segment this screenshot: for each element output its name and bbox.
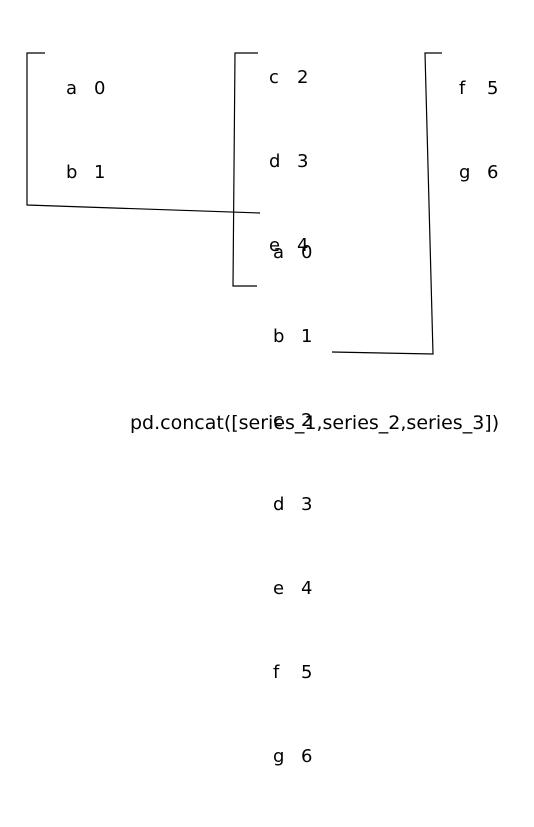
value-label: 5 [487,78,499,99]
connector-series-3 [331,52,442,355]
index-label: a [273,242,285,263]
value-label: 4 [297,235,309,256]
series-2-block: c 2 d 3 e 4 [269,8,308,316]
series-3-block: f 5 g 6 [459,19,498,243]
series-row: f 5 [273,659,312,687]
index-label: c [273,410,283,431]
series-row: f 5 [459,75,498,103]
index-label: e [273,578,285,599]
code-caption: pd.concat([series_1,series_2,series_3]) [130,412,500,434]
index-label: f [459,78,466,99]
index-label: b [273,326,285,347]
series-row: e 4 [269,232,308,260]
value-label: 0 [94,78,106,99]
concat-diagram: a 0 b 1 c 2 d 3 e 4 f 5 g 6 [26,8,500,767]
index-label: f [273,662,280,683]
series-row: d 3 [269,148,308,176]
value-label: 1 [94,162,106,183]
value-label: 1 [301,326,313,347]
value-label: 4 [301,578,313,599]
series-row: d 3 [273,491,312,519]
connector-series-1 [26,52,261,214]
value-label: 2 [297,67,309,88]
index-label: b [66,162,78,183]
index-label: g [273,746,285,767]
index-label: e [269,235,281,256]
series-row: e 4 [273,575,312,603]
series-row: g 6 [459,159,498,187]
connector-series-2 [232,52,258,287]
series-row: c 2 [269,64,308,92]
series-row: b 1 [273,323,312,351]
series-row: a 0 [66,75,105,103]
value-label: 6 [301,746,313,767]
index-label: a [66,78,78,99]
result-block: a 0 b 1 c 2 d 3 e 4 f 5 g 6 [273,183,312,827]
index-label: g [459,162,471,183]
index-label: d [269,151,281,172]
series-1-block: a 0 b 1 [66,19,105,243]
value-label: 6 [487,162,499,183]
index-label: d [273,494,285,515]
value-label: 5 [301,662,313,683]
value-label: 0 [301,242,313,263]
value-label: 2 [301,410,313,431]
index-label: c [269,67,279,88]
series-row: c 2 [273,407,312,435]
value-label: 3 [297,151,309,172]
value-label: 3 [301,494,313,515]
series-row: a 0 [273,239,312,267]
series-row: g 6 [273,743,312,771]
series-row: b 1 [66,159,105,187]
